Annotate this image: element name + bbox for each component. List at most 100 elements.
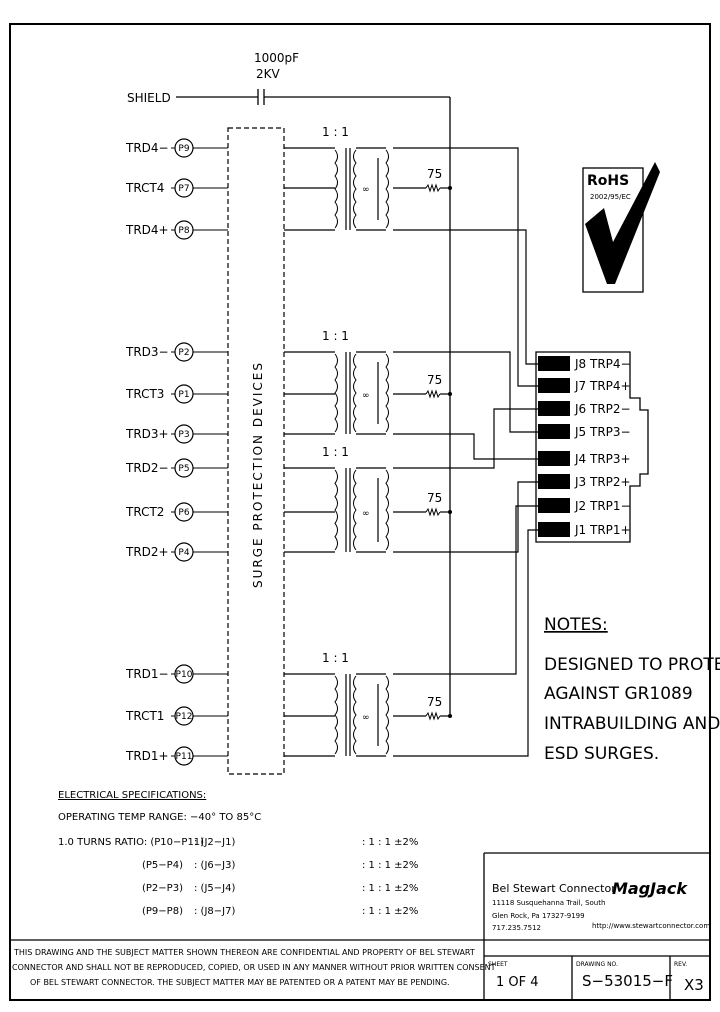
shield-label: SHIELD — [127, 91, 171, 105]
svg-text:∞: ∞ — [362, 509, 370, 519]
disclaimer-line-2: CONNECTOR AND SHALL NOT BE REPRODUCED, C… — [12, 963, 496, 972]
surge-protection-box — [227, 127, 285, 775]
jack-contact — [538, 451, 570, 466]
drawing-number: S−53015−F — [582, 972, 673, 990]
company-name: Bel Stewart Connector — [492, 882, 616, 895]
turns-ratio: 1 : 1 — [322, 125, 349, 139]
jack-label: J6 TRP2− — [574, 402, 631, 416]
jack-label: J8 TRP4− — [574, 357, 631, 371]
company-url: http://www.stewartconnector.com — [592, 922, 710, 930]
jack-label: J2 TRP1− — [574, 499, 631, 513]
signal-label: TRD2− — [125, 461, 169, 475]
jack-contact — [538, 401, 570, 416]
shield-capacitor — [176, 89, 451, 716]
pin-label: P3 — [178, 430, 189, 440]
svg-text:∞: ∞ — [362, 391, 370, 401]
disclaimer-line-3: OF BEL STEWART CONNECTOR. THE SUBJECT MA… — [30, 978, 450, 987]
revision: X3 — [684, 976, 704, 994]
spec-temp: OPERATING TEMP RANGE: −40° TO 85°C — [58, 812, 261, 823]
jack-label: J7 TRP4+ — [574, 379, 631, 393]
spec-row-2-val: : 1 : 1 ±2% — [362, 860, 418, 871]
company-block — [10, 852, 710, 1000]
notes-line-2: AGAINST GR1089 — [544, 684, 693, 704]
spec-row-1-j: : (J2−J1) — [194, 837, 235, 848]
spec-row-1-label: 1.0 TURNS RATIO: (P10−P11) — [58, 837, 204, 848]
capacitor-value: 1000pF — [254, 51, 299, 65]
pin-label: P4 — [178, 548, 189, 558]
drawing-number-header: DRAWING NO. — [576, 961, 618, 968]
jack-contact — [538, 498, 570, 513]
rohs-mark: RoHS 2002/95/EC — [582, 162, 660, 293]
signal-label: TRD1+ — [125, 749, 169, 763]
jack-label: J1 TRP1+ — [574, 523, 631, 537]
jack-outline — [535, 351, 649, 543]
pin-label: P8 — [178, 226, 189, 236]
disclaimer-line-1: THIS DRAWING AND THE SUBJECT MATTER SHOW… — [13, 948, 475, 957]
notes-line-3: INTRABUILDING AND — [544, 714, 720, 734]
svg-text:∞: ∞ — [362, 713, 370, 723]
turns-ratio: 1 : 1 — [322, 651, 349, 665]
pin-label: P2 — [178, 348, 189, 358]
signal-label: TRD3+ — [125, 427, 169, 441]
spec-row-2-j: : (J6−J3) — [194, 860, 235, 871]
jack-label: J3 TRP2+ — [574, 475, 631, 489]
spec-row-4-j: : (J8−J7) — [194, 906, 235, 917]
company-address-2: Glen Rock, Pa 17327-9199 — [492, 912, 585, 920]
drawing-border — [9, 23, 711, 1001]
notes-line-1: DESIGNED TO PROTECT — [544, 655, 720, 675]
signal-label: TRD1− — [125, 667, 169, 681]
sheet-number: 1 OF 4 — [496, 975, 539, 990]
turns-ratio: 1 : 1 — [322, 445, 349, 459]
spec-row-1-val: : 1 : 1 ±2% — [362, 837, 418, 848]
jack-contact — [538, 424, 570, 439]
pin-label: P12 — [176, 712, 193, 722]
jack-label: J5 TRP3− — [574, 425, 631, 439]
jack-contact — [538, 522, 570, 537]
revision-header: REV. — [674, 961, 687, 968]
resistor-value: 75 — [427, 373, 442, 387]
signal-label: TRCT3 — [125, 387, 164, 401]
jack-contact — [538, 356, 570, 371]
pin-label: P7 — [178, 184, 189, 194]
resistor-value: 75 — [427, 695, 442, 709]
signal-label: TRCT2 — [125, 505, 164, 519]
turns-ratio: 1 : 1 — [322, 329, 349, 343]
svg-text:∞: ∞ — [362, 185, 370, 195]
magjack-logo: MagJack — [612, 879, 688, 898]
rohs-title: RoHS — [587, 173, 629, 189]
spec-row-2-label: (P5−P4) — [142, 860, 183, 871]
signal-label: TRD3− — [125, 345, 169, 359]
rohs-directive: 2002/95/EC — [590, 193, 631, 201]
company-address-1: 11118 Susquehanna Trail, South — [492, 899, 605, 907]
resistor-value: 75 — [427, 491, 442, 505]
pin-label: P10 — [176, 670, 193, 680]
signal-label: TRCT4 — [125, 181, 164, 195]
notes-heading: NOTES: — [544, 615, 608, 635]
surge-protection-label: SURGE PROTECTION DEVICES — [251, 361, 265, 588]
pin-label: P5 — [178, 464, 189, 474]
capacitor-voltage: 2KV — [256, 67, 281, 81]
spec-row-3-val: : 1 : 1 ±2% — [362, 883, 418, 894]
resistor-value: 75 — [427, 167, 442, 181]
spec-title: ELECTRICAL SPECIFICATIONS: — [58, 790, 206, 801]
spec-row-4-label: (P9−P8) — [142, 906, 183, 917]
company-phone: 717.235.7512 — [492, 924, 541, 932]
jack-contact — [538, 378, 570, 393]
jack-label: J4 TRP3+ — [574, 452, 631, 466]
signal-label: TRCT1 — [125, 709, 164, 723]
spec-row-3-j: : (J5−J4) — [194, 883, 235, 894]
pin-label: P9 — [178, 144, 189, 154]
spec-row-4-val: : 1 : 1 ±2% — [362, 906, 418, 917]
sheet-header: SHEET — [488, 961, 508, 968]
pin-label: P6 — [178, 508, 189, 518]
notes-line-4: ESD SURGES. — [544, 744, 659, 764]
signal-label: TRD2+ — [125, 545, 169, 559]
jack-contact — [538, 474, 570, 489]
spec-row-3-label: (P2−P3) — [142, 883, 183, 894]
signal-label: TRD4+ — [125, 223, 169, 237]
